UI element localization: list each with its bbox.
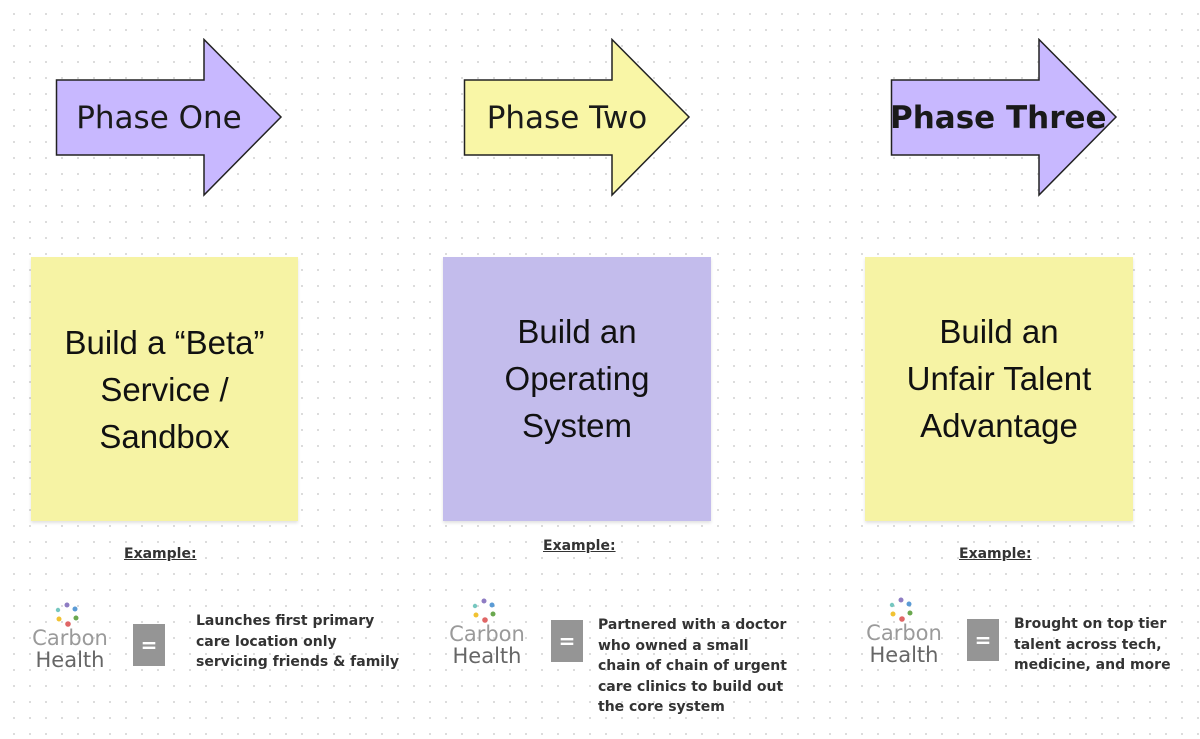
arrow-shape-3 (890, 38, 1118, 197)
example-description-1: Launches first primary care location onl… (196, 613, 400, 670)
equals-box-3: = (967, 619, 999, 661)
example-label-1: Example: (124, 546, 197, 562)
arrow-shape-2 (463, 38, 691, 197)
logo-line-carbon: Carbon (32, 626, 108, 650)
carbon-health-logo-1: Carbon Health (29, 601, 119, 681)
logo-line-health: Health (35, 648, 105, 672)
equals-box-1: = (133, 624, 165, 666)
phase-two-label: Phase Two (486, 100, 648, 136)
sticky-note-2-text: Build an Operating System (504, 312, 650, 444)
carbon-health-wordmark-2: Carbon Health (446, 623, 528, 667)
logo-line-health: Health (869, 643, 939, 667)
sticky-note-3: Build an Unfair Talent Advantage (865, 257, 1133, 521)
carbon-health-logo-3: Carbon Health (863, 596, 953, 676)
phase-arrow-1: Phase One (55, 38, 285, 198)
phase-arrow-2: Phase Two (463, 38, 693, 198)
carbon-health-wordmark-1: Carbon Health (29, 627, 111, 671)
logo-line-health: Health (452, 644, 522, 668)
carbon-health-dots-icon (472, 598, 496, 623)
sticky-note-1: Build a “Beta” Service / Sandbox (31, 257, 298, 521)
arrow-shape-1 (55, 38, 283, 197)
example-description-2: Partnered with a doctor who owned a smal… (598, 617, 787, 715)
carbon-health-dots-icon (55, 602, 79, 627)
carbon-health-wordmark-3: Carbon Health (863, 622, 945, 666)
phase-arrow-3: Phase Three (890, 38, 1120, 198)
logo-line-carbon: Carbon (449, 622, 525, 646)
carbon-health-dots-icon (889, 597, 913, 622)
example-label-2: Example: (543, 538, 616, 554)
carbon-health-logo-2: Carbon Health (446, 597, 536, 677)
example-label-3: Example: (959, 546, 1032, 562)
example-description-3: Brought on top tier talent across tech, … (1014, 616, 1171, 673)
sticky-note-2: Build an Operating System (443, 257, 711, 521)
logo-line-carbon: Carbon (866, 621, 942, 645)
phase-one-label: Phase One (76, 100, 242, 136)
sticky-note-1-text: Build a “Beta” Service / Sandbox (64, 323, 265, 455)
phase-three-label: Phase Three (890, 100, 1107, 136)
equals-box-2: = (551, 620, 583, 662)
sticky-note-3-text: Build an Unfair Talent Advantage (906, 312, 1092, 444)
